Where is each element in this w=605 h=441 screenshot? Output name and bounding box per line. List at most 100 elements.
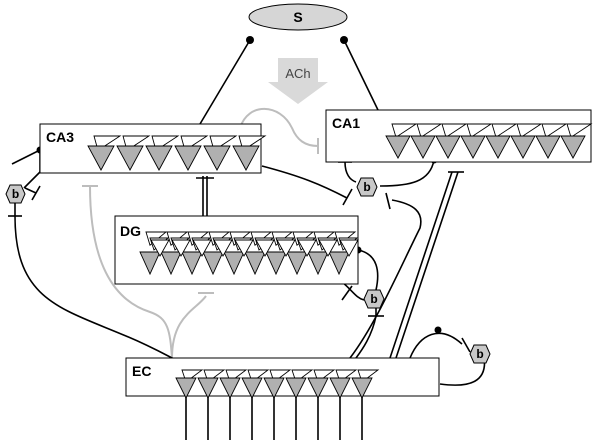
neuron-triangle [328,251,350,276]
neuron-triangle [297,239,317,257]
ca1-ec-line-a [389,171,453,359]
neuron-triangle [232,145,260,171]
dg-neuron-array [139,231,359,276]
source-node: S [248,3,348,31]
interneuron-hexagon [363,289,385,309]
b-dg-path [341,281,365,301]
neuron-triangle [202,251,224,276]
neuron-back-triangle [516,123,543,138]
neuron-triangle [285,377,307,400]
neuron-triangle [203,145,231,171]
neuron-triangle [219,377,241,400]
b-dg-ec-path [355,315,377,359]
ec-ca1-path [349,199,422,359]
b-ca1-path [344,161,357,183]
neuron-back-triangle [491,123,518,138]
ca3-neuron-array [87,135,267,171]
neuron-triangle [139,251,161,276]
interneuron-dg: b [363,289,385,309]
ec-terminal [434,326,442,334]
ec-ca1-bar [385,192,391,210]
neuron-triangle [171,239,191,257]
neuron-triangle [234,239,254,257]
ca3-ca1-bar [342,188,353,206]
neuron-triangle [160,251,182,276]
neuron-triangle [307,251,329,276]
neuron-triangle [351,377,373,400]
s-to-ca1-line [343,39,379,111]
dg-label: DG [120,223,141,239]
interneuron-hexagon [356,177,378,197]
ec-neuron-array [175,369,380,400]
neuron-triangle [510,135,536,159]
interneuron-ca3: b [5,184,26,204]
neuron-triangle [116,145,144,171]
ca3-b-left-link [23,171,41,189]
neuron-triangle [460,135,486,159]
neuron-triangle [87,145,115,171]
neuron-triangle [265,251,287,276]
s-ca3-terminal [246,36,254,44]
ec-to-b-left-path [14,215,177,361]
ec-b-right-path [409,332,463,359]
neuron-triangle [485,135,511,159]
neuron-triangle [329,377,351,400]
ca3-label: CA3 [46,129,74,145]
interneuron-hexagon [469,344,491,364]
ach-modulation: ACh [268,58,328,104]
interneuron-ec: b [469,344,491,364]
ec-box [125,357,440,397]
neuron-triangle [213,239,233,257]
neuron-triangle [145,145,173,171]
neuron-triangle [150,239,170,257]
ec-dg-gray-path [171,295,207,359]
gray-pathways [82,107,319,359]
ach-label: ACh [285,66,310,81]
b-dg-bar [341,285,353,301]
ca1-neuron-array [385,123,593,159]
interneuron-ca1: b [356,177,378,197]
source-ellipse [248,3,348,31]
neuron-back-triangle [466,123,493,138]
ca3-ca1-gray-path [239,107,319,147]
interneuron-label: b [363,180,370,194]
source-label: S [293,9,302,25]
neuron-back-triangle [566,123,593,138]
b-left-inhibitory-bar [31,185,41,201]
neuron-triangle [318,239,338,257]
dg-b-path [357,249,379,291]
neuron-triangle [255,239,275,257]
ca1-label: CA1 [332,115,360,131]
ach-arrow [268,58,328,104]
interneuron-hexagon [5,184,26,204]
ca1-ec-line-b [395,171,459,359]
neuron-triangle [197,377,219,400]
ca1-b-path [379,159,435,187]
interneuron-label: b [476,347,483,361]
s-to-ca3-line [199,39,251,125]
b-left-to-ca3 [24,187,37,194]
ec-ca3-gray-path [89,185,173,359]
neuron-triangle [192,239,212,257]
neuron-back-triangle [416,123,443,138]
neuron-triangle [174,145,202,171]
source-projections [199,36,379,125]
neuron-back-triangle [441,123,468,138]
neuron-triangle [560,135,586,159]
ec-b-right-bar [461,337,471,353]
neuron-triangle [263,377,285,400]
neuron-triangle [286,251,308,276]
ec-output-lines [185,396,363,440]
ca3-ca1-path [261,165,348,199]
ca3-b-left-loop [11,149,41,165]
neuron-triangle [435,135,461,159]
neuron-triangle [175,377,197,400]
ec-label: EC [132,363,151,379]
neuron-triangle [535,135,561,159]
neuron-triangle [410,135,436,159]
neuron-triangle [241,377,263,400]
neuron-back-triangle [391,123,418,138]
interneuron-label: b [370,292,377,306]
neuron-triangle [339,239,359,257]
